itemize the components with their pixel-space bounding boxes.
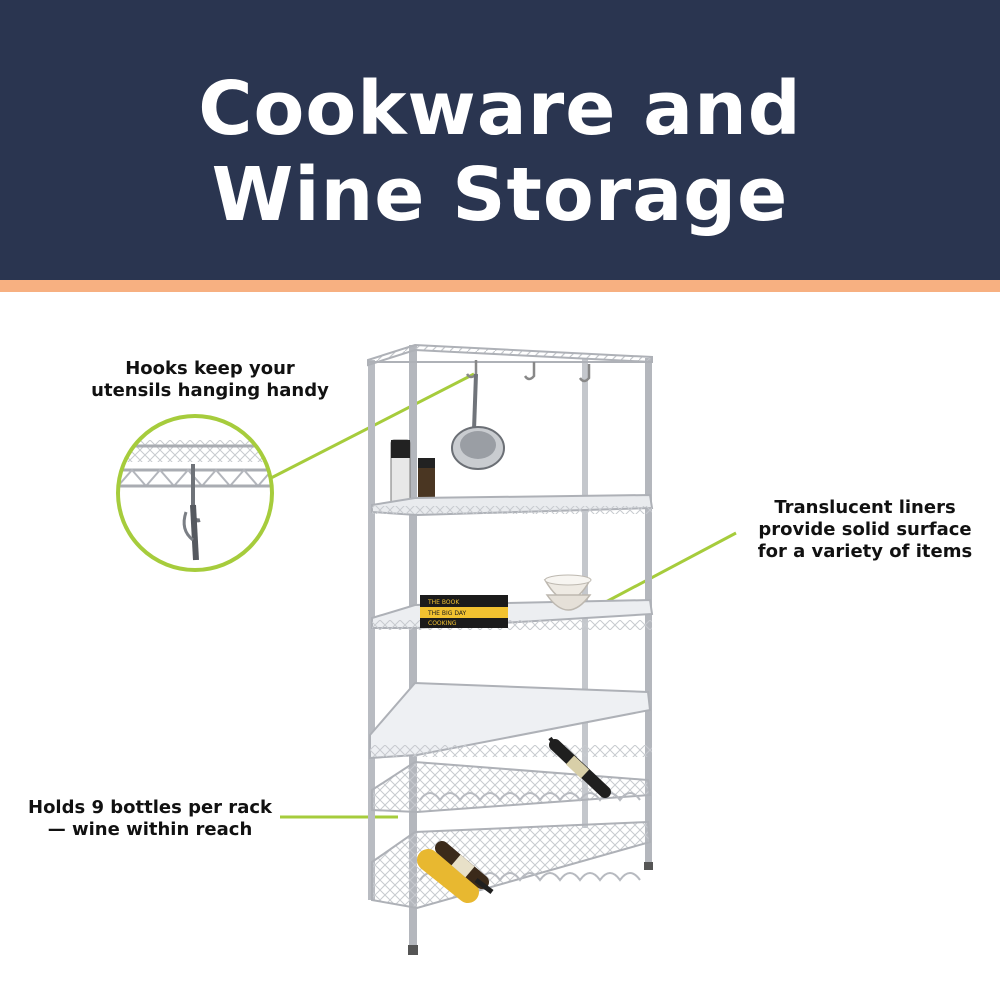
page-title: Cookware and Wine Storage (0, 66, 1000, 238)
book-spine-3: COOKING (428, 620, 457, 627)
liners-callout-line-3: for a variety of items (757, 541, 973, 562)
liners-callout-line-2: provide solid surface (758, 519, 972, 540)
bottles-callout-line-1: Holds 9 bottles per rack (28, 797, 272, 818)
hooks-callout-line-1: Hooks keep your (125, 358, 295, 379)
bowls (543, 574, 592, 611)
title-line-2: Wine Storage (211, 152, 789, 238)
book-stack: THE BOOK THE BIG DAY COOKING (420, 595, 508, 628)
bottles-callout-line-2: — wine within reach (47, 819, 253, 840)
title-line-1: Cookware and (198, 66, 802, 152)
hook-zoom-icon (116, 414, 274, 572)
hooks-callout: Hooks keep your utensils hanging handy (60, 358, 360, 402)
book-spine-2: THE BIG DAY (427, 610, 466, 617)
liners-callout-line-1: Translucent liners (774, 497, 956, 518)
book-spine-1: THE BOOK (427, 599, 460, 606)
bottles-callout: Holds 9 bottles per rack — wine within r… (10, 797, 290, 841)
wine-rack-upper (371, 736, 652, 814)
accent-divider (0, 280, 1000, 292)
wine-rack-lower (371, 820, 652, 910)
liners-callout: Translucent liners provide solid surface… (740, 497, 990, 563)
shelving-rack: THE BOOK THE BIG DAY COOKING (367, 343, 654, 955)
liners-callout-line (601, 531, 737, 606)
header-banner: Cookware and Wine Storage (0, 0, 1000, 280)
hooks-callout-line-2: utensils hanging handy (91, 380, 329, 401)
